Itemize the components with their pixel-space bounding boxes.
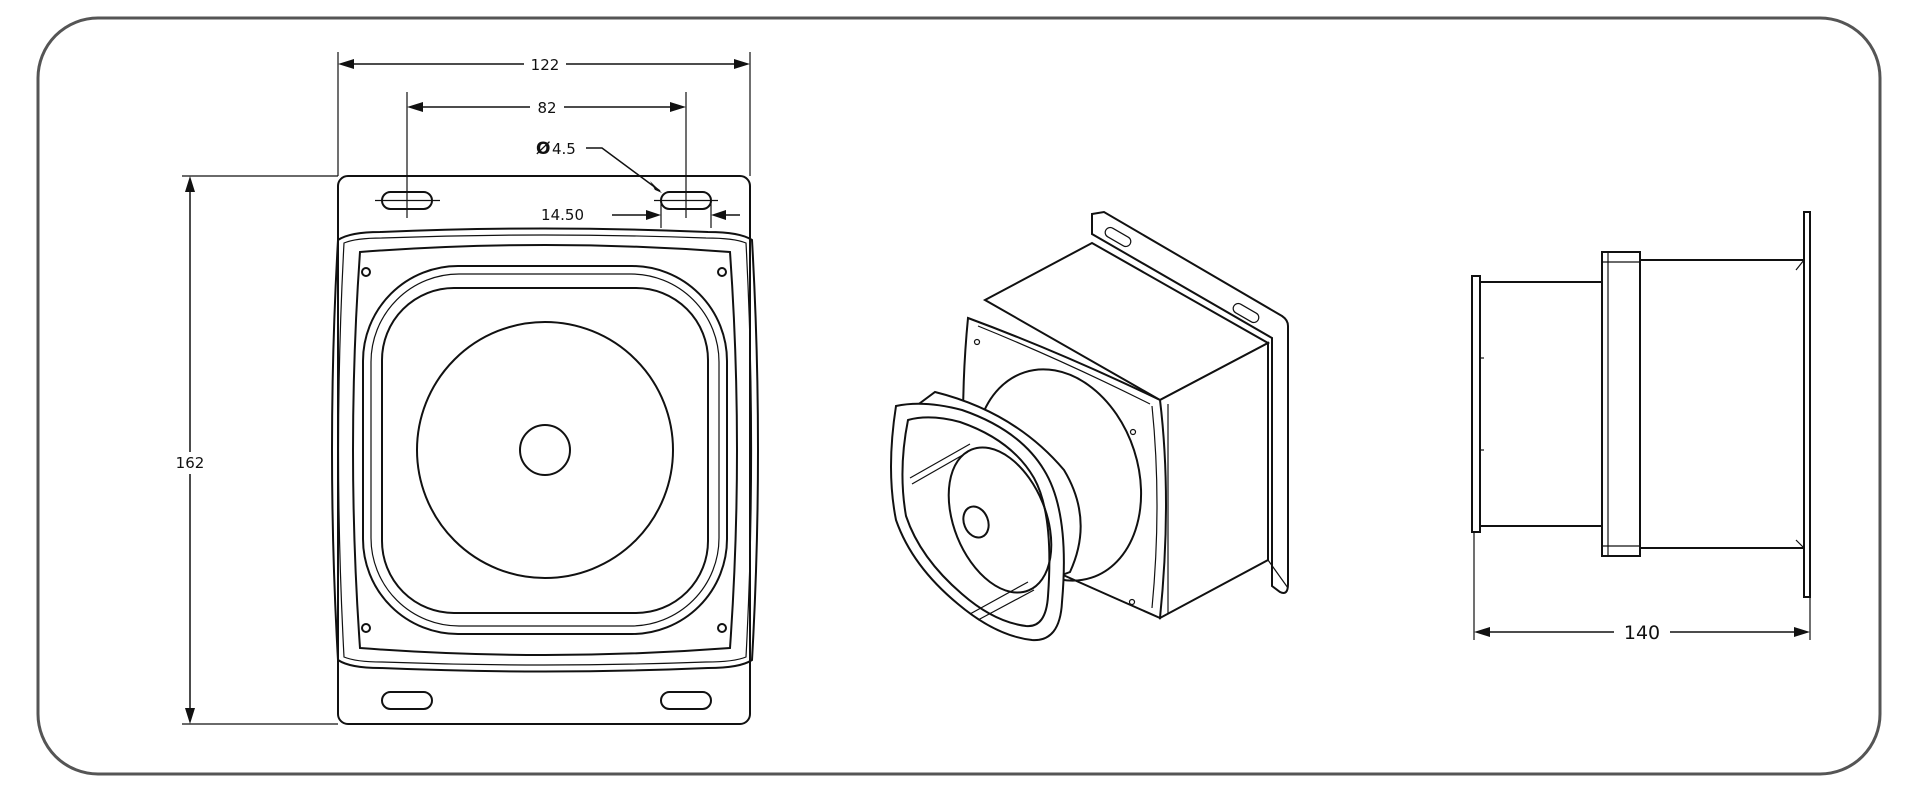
body-outline: [331, 227, 759, 673]
dimensions-side: 140: [1473, 532, 1811, 646]
driver-hub: [519, 424, 571, 476]
iso-mounting-plate: [1091, 210, 1289, 594]
side-box: [1639, 259, 1805, 549]
horn-mouth: [416, 321, 674, 579]
dim-slot-spacing: 82: [537, 99, 556, 117]
front-panel: [352, 244, 738, 656]
dim-depth-overall: 140: [1624, 622, 1660, 644]
front-view: [331, 175, 759, 725]
flange-inner: [381, 287, 709, 614]
iso-horn-throat: [947, 446, 1053, 594]
side-mounting-plate: [1803, 211, 1811, 598]
side-horn-lip: [1471, 275, 1481, 533]
dim-slot-length: 14.50: [541, 206, 584, 224]
screw-top-right: [717, 267, 727, 277]
slot-bottom-right: [660, 691, 712, 710]
iso-horn-mouth-inner: [901, 416, 1051, 628]
drawing-frame: [36, 16, 1882, 776]
side-horn-tube: [1479, 281, 1603, 527]
dim-hole-diameter: 4.5: [552, 140, 576, 158]
slot-bottom-left: [381, 691, 433, 710]
dim-hole-symbol: Ø: [536, 139, 550, 159]
dim-width-overall: 122: [531, 56, 560, 74]
screw-bottom-right: [717, 623, 727, 633]
mounting-plate: [337, 175, 751, 725]
flange-outer: [362, 265, 728, 635]
dimensions-front: 122 82 Ø 4.5 14.50 162: [172, 52, 751, 725]
iso-horn-mouth-outer: [890, 402, 1065, 642]
side-view: [1471, 211, 1811, 598]
screw-bottom-left: [361, 623, 371, 633]
dim-height-overall: 162: [176, 454, 205, 472]
screw-top-left: [361, 267, 371, 277]
isometric-view: [890, 210, 1289, 642]
iso-driver-hub: [962, 505, 990, 539]
